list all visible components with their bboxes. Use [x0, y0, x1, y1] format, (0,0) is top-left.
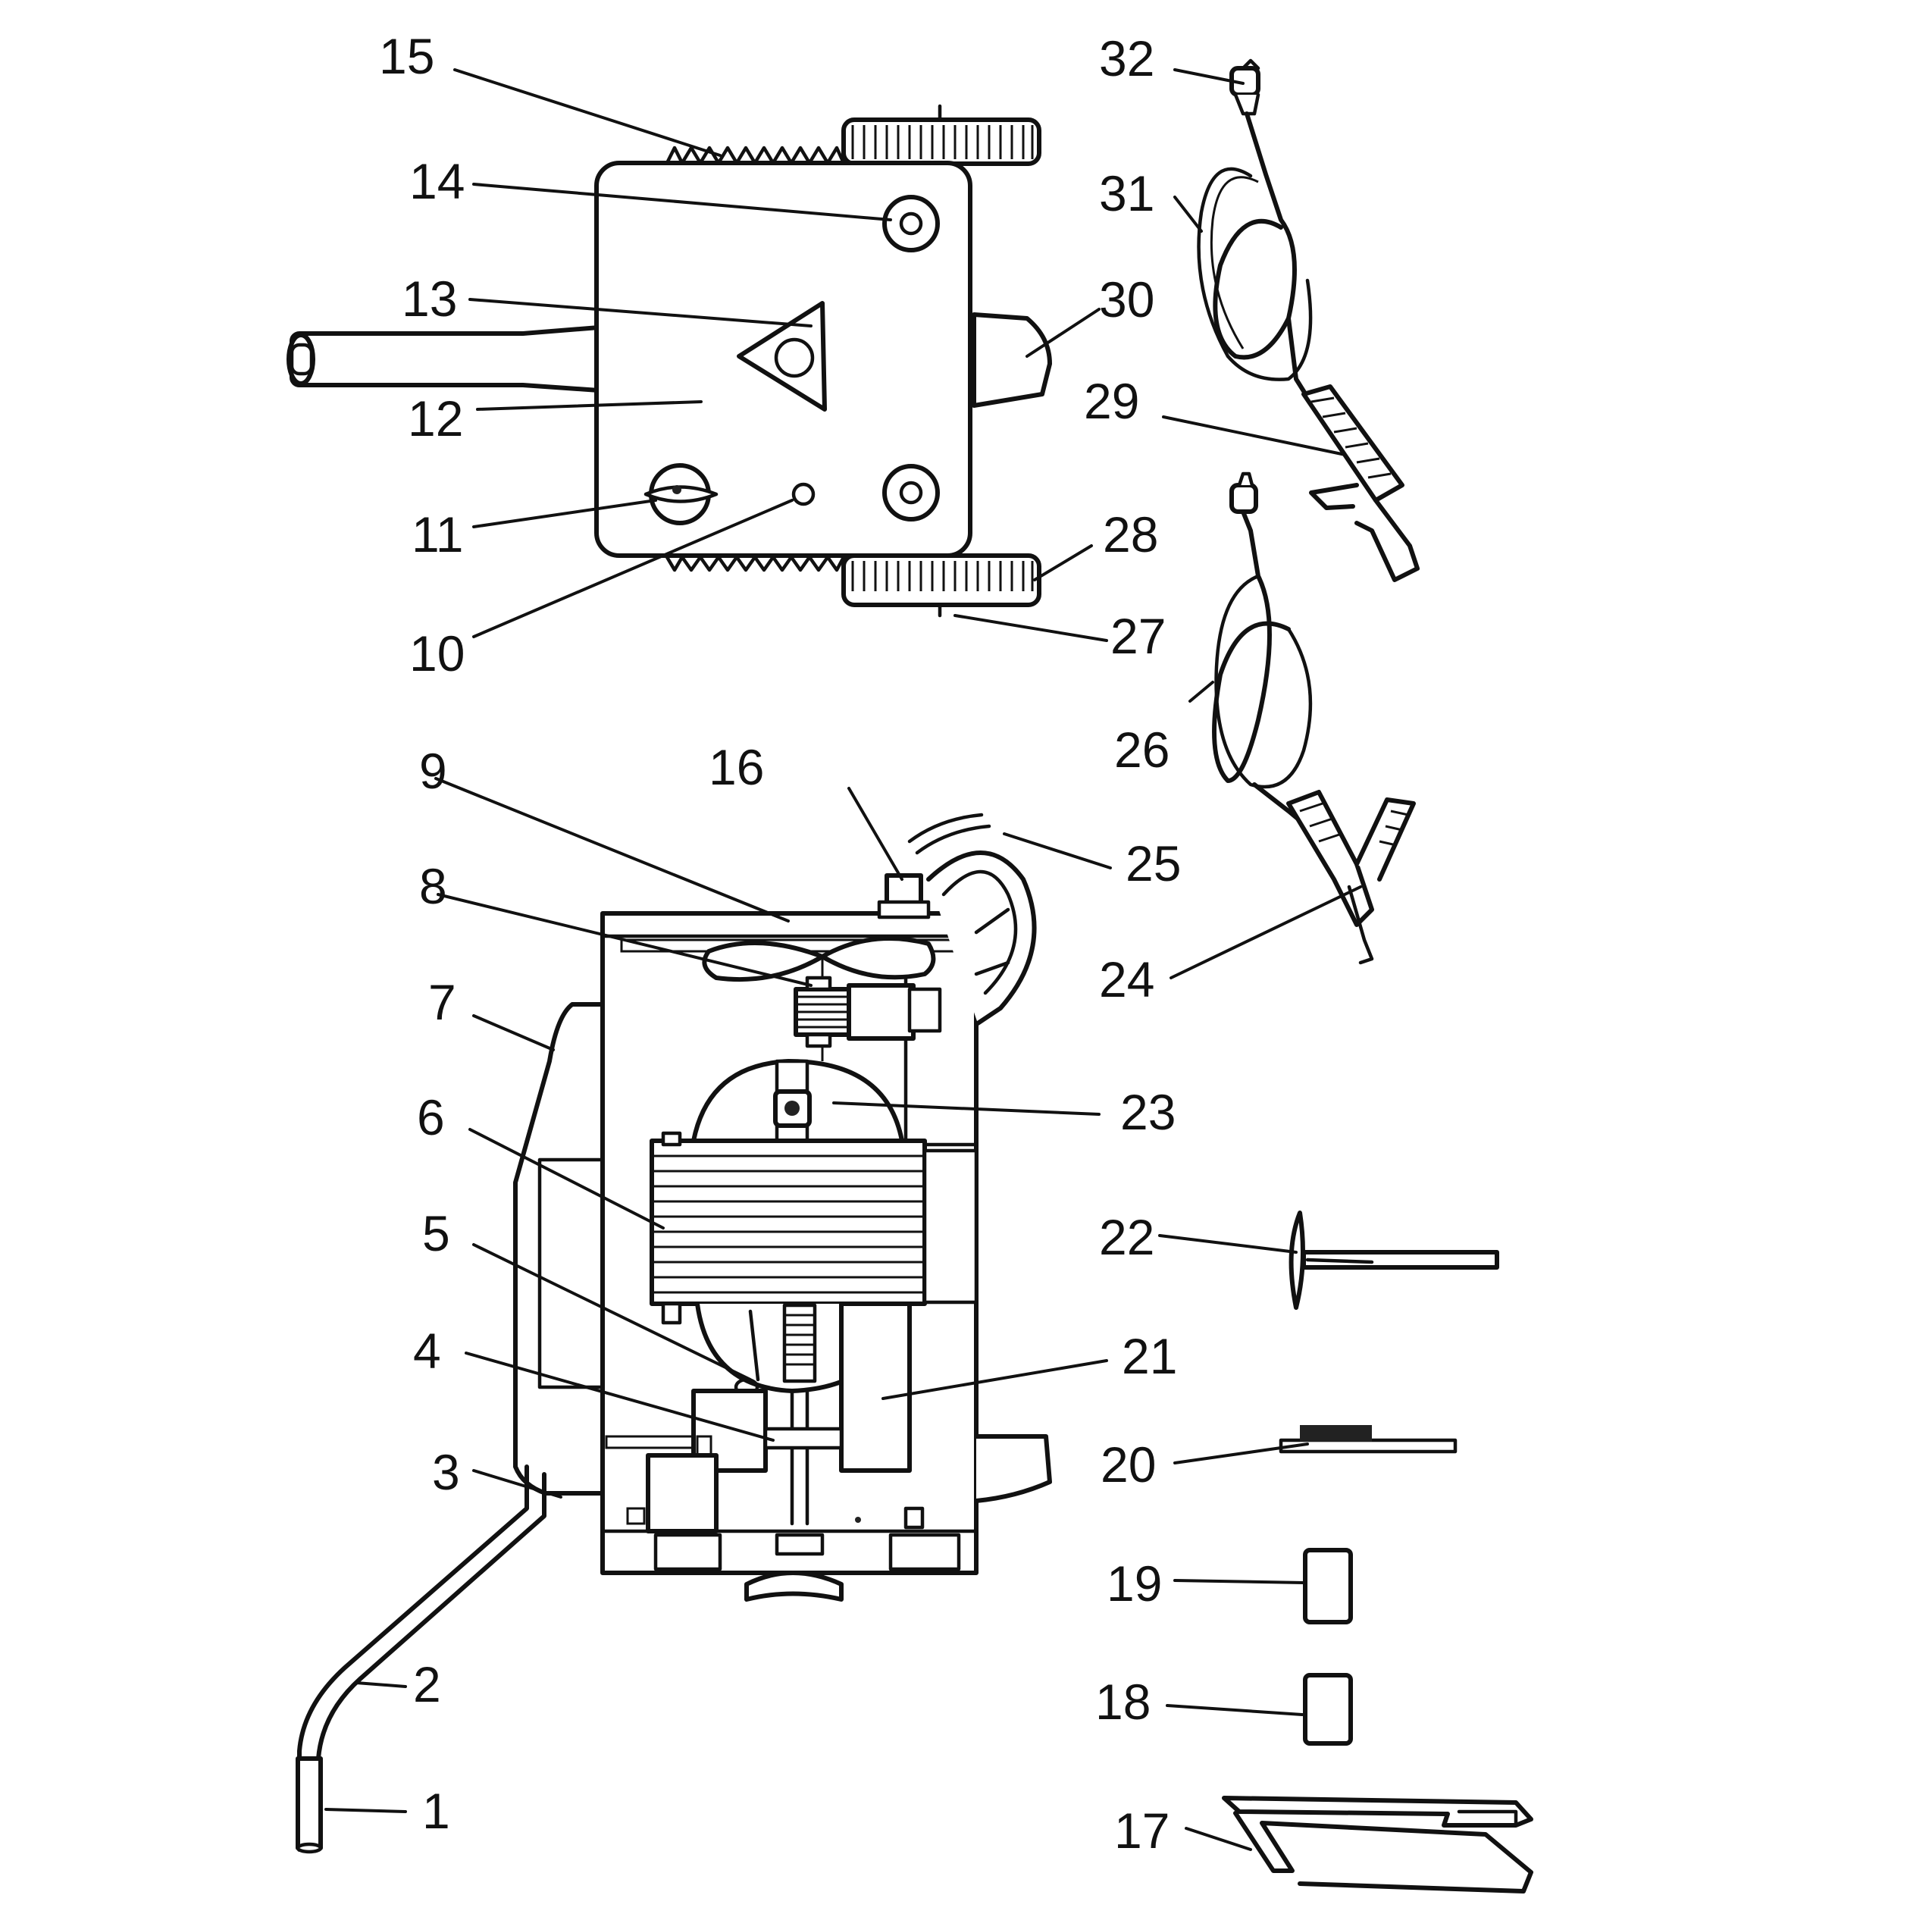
triangle-indicator [737, 301, 827, 412]
label-1: 1 [422, 1783, 450, 1839]
label-29: 29 [1084, 373, 1139, 429]
part-numbers: 15 14 13 12 11 10 32 31 30 29 28 27 26 9… [379, 28, 1181, 1859]
label-11: 11 [412, 506, 464, 562]
label-18: 18 [1095, 1674, 1151, 1730]
main-body-assembly [513, 813, 1052, 1602]
crank-handle [296, 1464, 546, 1854]
label-32: 32 [1099, 30, 1154, 86]
label-26: 26 [1114, 722, 1170, 778]
fuse-19 [1303, 1548, 1353, 1624]
panel-meter-top [882, 195, 940, 252]
label-9: 9 [419, 743, 447, 799]
output-clamp-top [1301, 384, 1404, 503]
label-31: 31 [1099, 165, 1154, 221]
clamp-bar [763, 1427, 844, 1450]
foot-knob [744, 1571, 844, 1602]
label-27: 27 [1110, 608, 1166, 664]
label-30: 30 [1099, 271, 1154, 327]
label-21: 21 [1122, 1328, 1177, 1384]
round-bracket [907, 813, 1037, 1026]
terminal-block [877, 873, 931, 919]
label-10: 10 [409, 625, 465, 681]
label-4: 4 [413, 1323, 441, 1379]
panel-meter-bottom [882, 464, 940, 522]
transformer [650, 1131, 979, 1325]
side-bracket [972, 312, 1052, 408]
label-15: 15 [379, 28, 434, 84]
label-17: 17 [1114, 1803, 1170, 1859]
label-7: 7 [428, 974, 456, 1030]
label-28: 28 [1103, 506, 1158, 562]
probe [1289, 1211, 1499, 1310]
circuit-board [1279, 1425, 1458, 1454]
label-20: 20 [1101, 1436, 1156, 1493]
bottom-wheel [665, 553, 1041, 618]
output-cable-top [1197, 58, 1420, 582]
label-8: 8 [419, 858, 447, 914]
label-3: 3 [432, 1444, 460, 1500]
fan-motor [794, 976, 942, 1048]
base-bracket [646, 1453, 719, 1533]
label-6: 6 [417, 1089, 445, 1145]
indicator-lamp [791, 482, 816, 506]
label-12: 12 [408, 390, 463, 446]
label-22: 22 [1099, 1209, 1154, 1265]
leader-lines [324, 68, 1362, 1851]
top-handle [287, 325, 601, 393]
label-14: 14 [409, 153, 465, 209]
tray [1222, 1796, 1533, 1894]
label-19: 19 [1107, 1555, 1162, 1612]
label-24: 24 [1099, 951, 1154, 1007]
label-16: 16 [709, 739, 764, 795]
mounting-block-right [839, 1301, 912, 1473]
label-2: 2 [413, 1656, 441, 1712]
label-23: 23 [1120, 1084, 1176, 1140]
top-wheel [665, 104, 1041, 166]
label-13: 13 [402, 271, 457, 327]
selector-knob [643, 463, 719, 525]
label-5: 5 [422, 1205, 450, 1261]
label-25: 25 [1126, 835, 1181, 891]
front-panel-assembly [287, 104, 1052, 618]
side-shell [513, 1002, 605, 1496]
fuse-18 [1303, 1673, 1353, 1746]
